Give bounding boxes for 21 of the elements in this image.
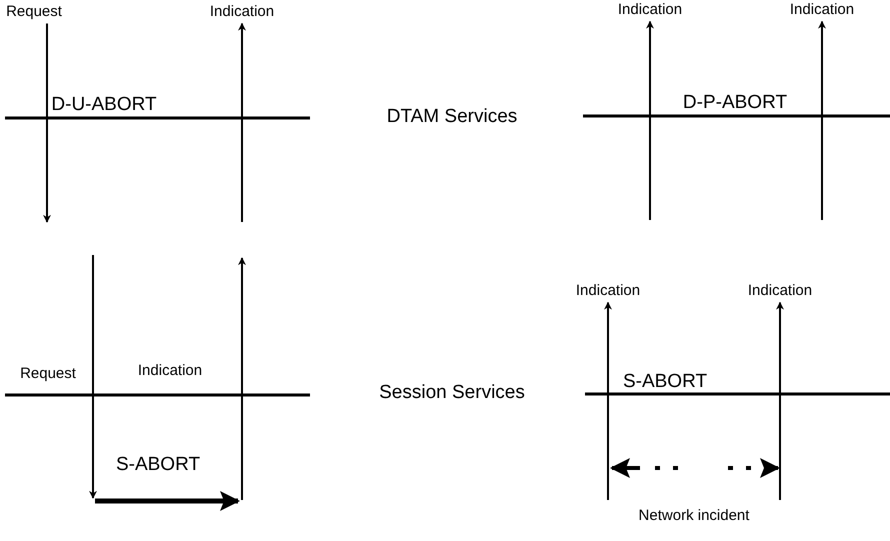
text-label: Indication [138, 363, 202, 380]
primitive-arrow [604, 302, 612, 500]
primitive-label: Indication [618, 2, 682, 18]
text-label: S-ABORT [622, 372, 708, 393]
text-label: Request [20, 366, 76, 382]
primitive-arrow [776, 302, 784, 500]
text-label: D-U-ABORT [51, 95, 157, 116]
text-label: Network incident [638, 508, 750, 524]
text-label: S-ABORT [116, 455, 200, 476]
primitive-label: Indication [790, 2, 854, 18]
primitive-arrow [43, 24, 51, 223]
primitive-arrow [646, 20, 654, 220]
text-label: DTAM Services [386, 107, 518, 128]
primitive-label: Indication [748, 283, 812, 300]
primitive-arrow [238, 22, 246, 222]
text-label: Session Services [379, 383, 525, 404]
primitive-label: Request [6, 4, 62, 20]
primitive-label: Indication [210, 4, 274, 20]
primitive-arrow [818, 20, 826, 220]
text-label: D-P-ABORT [682, 93, 788, 114]
primitive-label: Indication [576, 283, 640, 300]
